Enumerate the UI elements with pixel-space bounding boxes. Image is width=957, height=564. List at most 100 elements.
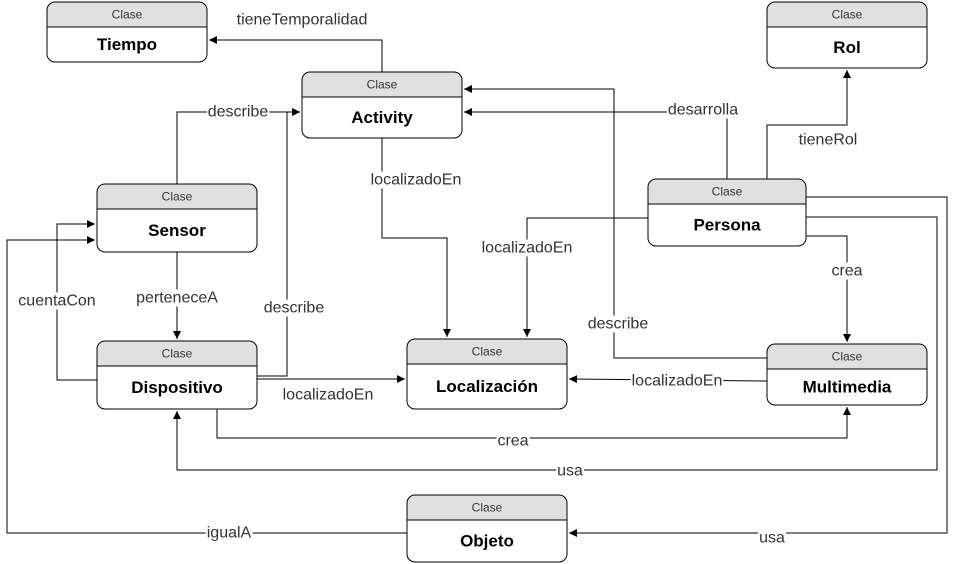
relation-label-background [369,171,463,189]
relation-crea-persona-label: crea [830,262,864,280]
relation-label-background [206,103,270,121]
class-header [47,2,207,27]
relation-label-background [797,131,859,149]
relation-label-text: localizadoEn [371,172,462,189]
relation-label-text: crea [497,433,528,450]
relation-label-background [630,372,724,390]
class-header [302,72,462,97]
class-stereotype: Clase [832,350,863,364]
relation-describe-dispositivo-line [257,108,300,377]
class-stereotype: Clase [162,347,193,361]
class-name: Localización [436,377,538,396]
relation-label-text: tieneTemporalidad [237,12,368,29]
relation-label-text: perteneceA [136,290,218,307]
relation-usa-dispositivo-label: usa [556,462,584,480]
relation-label-background [17,292,97,310]
relation-crea-persona-line [806,235,851,342]
relation-localizadoEn-activity-line [381,138,451,337]
class-stereotype: Clase [367,78,398,92]
class-border [96,183,258,253]
relation-label-background [496,432,530,450]
relation-label-background [135,289,220,307]
relation-tieneTemporalidad-label: tieneTemporalidad [235,11,369,29]
relation-label-text: localizadoEn [482,240,573,257]
relation-usa-objeto-line [569,196,948,537]
relation-describe-sensor-label: describe [206,103,270,121]
relation-label-text: describe [588,316,649,333]
class-stereotype: Clase [712,185,743,199]
relation-igualA-label: igualA [205,524,253,542]
relation-label-background [666,101,740,119]
class-stereotype: Clase [472,345,503,359]
class-name: Sensor [148,221,206,240]
class-header [407,495,567,520]
relation-label-background [480,239,574,257]
relation-label-background [262,299,326,317]
class-header [407,339,567,364]
class-header [648,179,806,204]
relation-describe-dispositivo-label: describe [262,299,326,317]
relation-label-text: igualA [207,525,252,542]
relation-label-background [586,315,650,333]
class-header [767,344,927,369]
class-border [301,71,463,139]
relation-localizadoEn-multimedia-label: localizadoEn [630,372,724,390]
relation-tieneRol-label: tieneRol [797,131,859,149]
class-border [406,338,568,410]
relation-label-text: localizadoEn [632,373,723,390]
relation-tieneRol-line [766,70,851,179]
relation-label-background [205,524,253,542]
class-name: Objeto [460,532,514,551]
relation-label-background [235,11,369,29]
relation-localizadoEn-dispositivo-label: localizadoEn [281,386,375,404]
class-border [766,343,928,406]
class-border [96,340,258,410]
class-border [46,1,208,63]
class-border [647,178,807,247]
class-stereotype: Clase [162,190,193,204]
relation-label-background [556,462,584,480]
relation-localizadoEn-persona-label: localizadoEn [480,239,574,257]
relation-labels-layer: tieneTemporalidad tieneRol describe desarro… [17,11,864,547]
relation-describe-sensor-line [176,108,300,184]
class-header [97,184,257,209]
classes-layer: ClaseTiempoClaseRolClaseActivityClaseSen… [46,1,928,563]
relation-describe-multimedia-label: describe [586,315,650,333]
class-name: Multimedia [803,378,892,397]
relation-label-text: describe [264,300,325,317]
relation-crea-dispositivo-label: crea [496,432,530,450]
relation-label-text: crea [831,263,862,280]
relation-label-background [830,262,864,280]
relation-usa-dispositivo-line [173,216,938,471]
relation-localizadoEn-persona-line [523,217,648,337]
relation-tieneTemporalidad-line [209,36,383,72]
relation-usa-objeto-label: usa [758,529,786,547]
relation-describe-multimedia-line [464,85,767,359]
relation-label-text: cuentaCon [18,293,95,310]
class-stereotype: Clase [832,8,863,22]
relation-label-background [758,529,786,547]
relation-label-background [281,386,375,404]
class-name: Rol [833,38,860,57]
relation-label-text: describe [208,104,269,121]
relation-perteneceA-label: perteneceA [135,289,220,307]
class-name: Tiempo [97,35,157,54]
class-header [97,341,257,366]
class-name: Dispositivo [131,378,223,397]
class-border [406,494,568,563]
relation-desarrolla-line [464,108,728,179]
relation-label-text: desarrolla [668,102,738,119]
relation-label-text: localizadoEn [283,387,374,404]
relation-localizadoEn-activity-label: localizadoEn [369,171,463,189]
relation-crea-dispositivo-line [216,407,851,439]
